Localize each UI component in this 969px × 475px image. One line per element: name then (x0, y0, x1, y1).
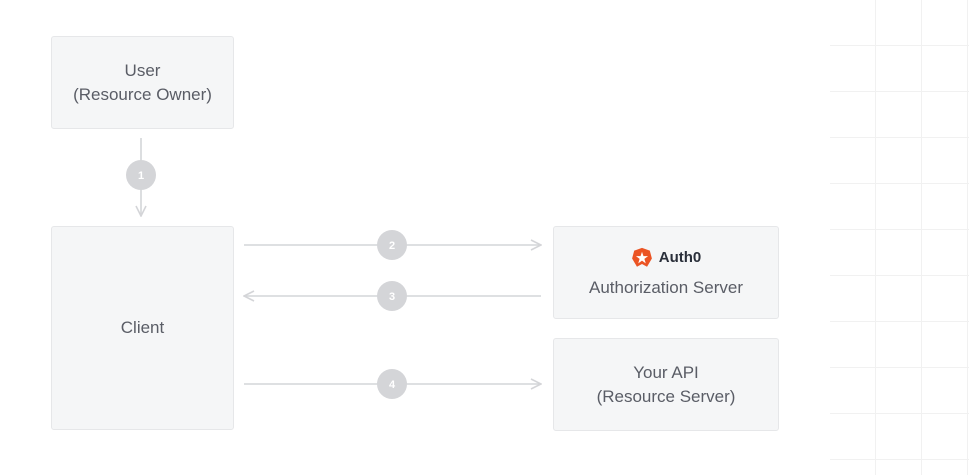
flow-step-3: 3 (244, 281, 541, 311)
authorization-server-title: Authorization Server (588, 277, 744, 297)
client-node-title: Client (120, 318, 165, 337)
api-node-title: Your API (633, 362, 699, 382)
step-number-3: 3 (389, 291, 395, 303)
step-badge-2 (377, 230, 407, 260)
flow-step-4: 4 (244, 369, 541, 399)
step-number-2: 2 (389, 240, 395, 252)
step-badge-4 (377, 369, 407, 399)
flow-step-2: 2 (244, 230, 541, 260)
user-node-subtitle: (Resource Owner) (73, 84, 212, 104)
step-badge-3 (377, 281, 407, 311)
step-number-4: 4 (389, 379, 396, 391)
auth0-brand: Auth0 (631, 246, 702, 270)
user-node: User (Resource Owner) (51, 36, 234, 129)
flow-step-1: 1 (126, 138, 156, 216)
authorization-server-node: Auth0 Authorization Server (553, 226, 779, 319)
background-grid (830, 0, 969, 475)
api-node-subtitle: (Resource Server) (596, 386, 736, 406)
step-badge-1 (126, 160, 156, 190)
auth0-logo-icon (631, 247, 652, 267)
step-number-1: 1 (138, 170, 144, 182)
user-node-title: User (124, 60, 161, 80)
api-node: Your API (Resource Server) (553, 338, 779, 431)
auth0-brand-name: Auth0 (658, 248, 702, 266)
client-node: Client (51, 226, 234, 430)
